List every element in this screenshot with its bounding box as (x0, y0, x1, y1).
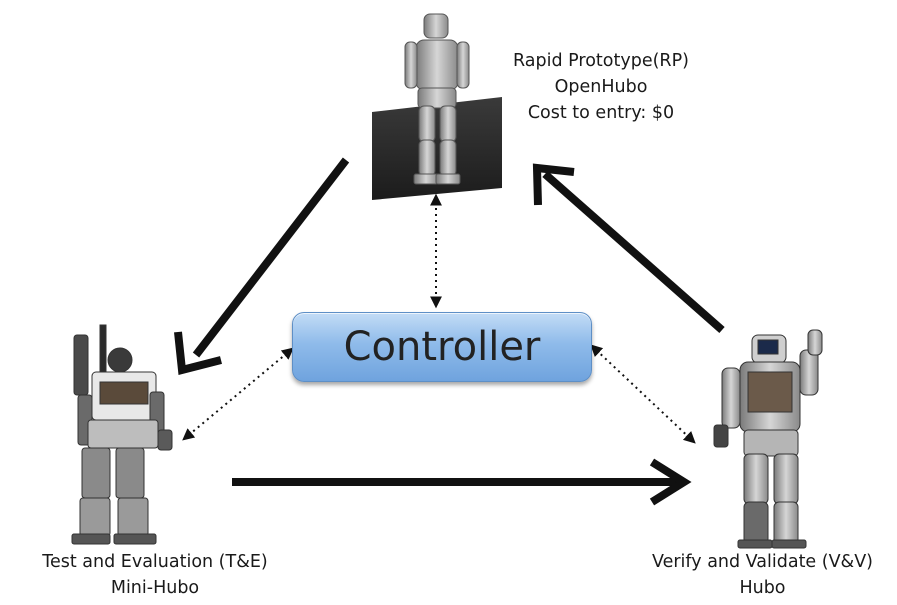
rapid-prototype-title: Rapid Prototype(RP) (513, 51, 689, 71)
test-evaluation-label: Test and Evaluation (T&E) Mini-Hubo (0, 549, 310, 601)
cost-to-entry: Cost to entry: $0 (527, 103, 675, 123)
controller-label: Controller (343, 324, 541, 370)
hubo-robot-image (713, 329, 823, 549)
rapid-prototype-label: Rapid Prototype(RP) OpenHubo Cost to ent… (496, 48, 706, 126)
link-vv-controller (590, 344, 696, 444)
controller-box: Controller (292, 312, 592, 382)
cycle-arrows (174, 157, 725, 506)
verify-validate-title: Verify and Validate (V&V) (651, 552, 874, 572)
openhubo-robot-image (372, 13, 502, 200)
hubo-name: Hubo (739, 578, 786, 598)
test-evaluation-title: Test and Evaluation (T&E) (42, 552, 268, 572)
openhubo-name: OpenHubo (554, 77, 648, 97)
mini-hubo-robot-image (71, 324, 173, 545)
mini-hubo-name: Mini-Hubo (110, 578, 200, 598)
verify-validate-label: Verify and Validate (V&V) Hubo (628, 549, 897, 601)
arrow-te-to-vv (232, 458, 692, 506)
controller-links (182, 193, 696, 444)
arrow-vv-to-rp (532, 163, 725, 334)
